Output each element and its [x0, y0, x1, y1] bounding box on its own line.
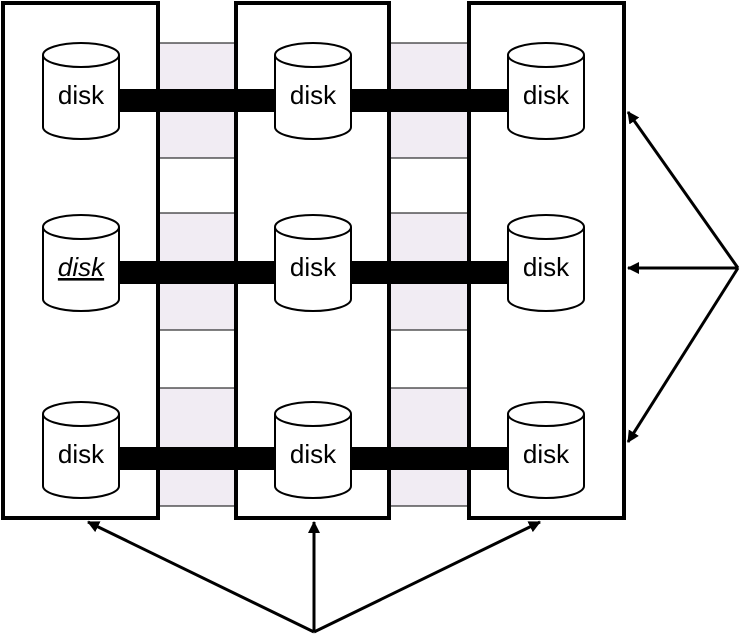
disk-cylinder-body [507, 214, 585, 312]
disk-cylinder-body [42, 214, 120, 312]
disk-cylinder-rim [42, 54, 120, 68]
disk-label: disk [523, 80, 570, 110]
arrow-bottom-to-col3 [313, 520, 541, 634]
arrow-right-to-top [626, 111, 740, 269]
disk-label: disk [523, 252, 570, 282]
arrow-bottom-to-col1 [87, 520, 315, 634]
disk-2-1: disk [274, 42, 352, 140]
disk-label: disk [58, 439, 105, 469]
disk-2-3: disk [274, 401, 352, 499]
disk-3-1: disk [507, 42, 585, 140]
disk-cylinder-body [274, 401, 352, 499]
disk-cylinder-rim [507, 413, 585, 427]
disk-label: disk [58, 252, 106, 282]
bottom-arrows [87, 520, 541, 634]
disk-cylinder-body [274, 42, 352, 140]
disk-1-3: disk [42, 401, 120, 499]
disk-cylinder-rim [42, 413, 120, 427]
disk-2-2: disk [274, 214, 352, 312]
band-left-top-blank [157, 157, 237, 214]
node-column-1 [1, 1, 160, 520]
disk-cylinder-rim [274, 413, 352, 427]
disk-1-2: disk [42, 214, 120, 312]
disk-3-2: disk [507, 214, 585, 312]
disk-cylinder-body [507, 401, 585, 499]
disk-label: disk [290, 439, 337, 469]
disk-1-1: disk [42, 42, 120, 140]
disk-cylinder-rim [507, 226, 585, 240]
disk-label: disk [58, 80, 105, 110]
disk-label: disk [290, 80, 337, 110]
right-arrows [626, 111, 740, 443]
disk-cylinder-body [507, 42, 585, 140]
disk-cylinder-body [42, 42, 120, 140]
node-column-2 [234, 1, 391, 520]
disk-cylinder-rim [274, 54, 352, 68]
arrow-right-to-bottom [626, 267, 740, 443]
disk-cylinder-rim [274, 226, 352, 240]
band-right-top-blank [388, 157, 470, 214]
disk-cylinder-body [42, 401, 120, 499]
disk-label: disk [523, 439, 570, 469]
node-column-3 [467, 1, 626, 520]
disk-3-3: disk [507, 401, 585, 499]
disk-group: disk disk disk disk disk disk disk disk disk [42, 42, 585, 499]
band-right-middle-blank [388, 329, 470, 389]
disk-label: disk [290, 252, 337, 282]
disk-cylinder-rim [507, 54, 585, 68]
disk-cylinder-rim [42, 226, 120, 240]
disk-cylinder-body [274, 214, 352, 312]
band-left-middle-blank [157, 329, 237, 389]
